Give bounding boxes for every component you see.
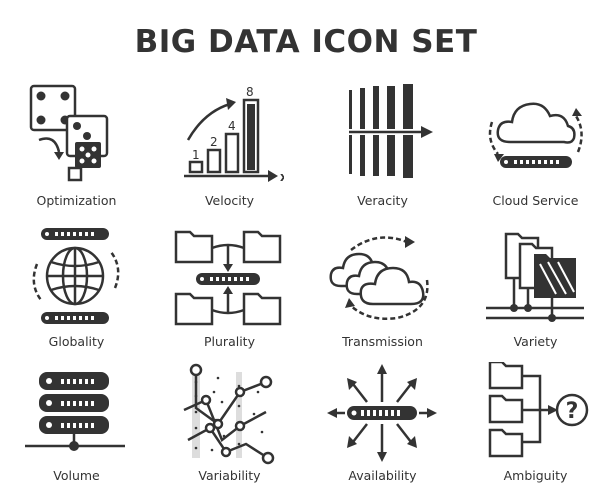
folders-server-icon (174, 230, 282, 326)
icon-label: Variety (513, 334, 558, 349)
icon-cell-transmission: Transmission (306, 220, 459, 355)
icon-cell-ambiguity: ? Ambiguity (459, 358, 612, 493)
icon-label: Veracity (357, 193, 408, 208)
dice-icon (29, 84, 109, 182)
folders-question-icon: ? (488, 362, 589, 458)
icon-cell-volume: Volume (0, 358, 153, 493)
lines-arrow-icon (349, 84, 433, 178)
axis-label: x (280, 170, 284, 184)
icon-label: Volume (53, 468, 100, 483)
server-stack-icon (25, 372, 125, 451)
icon-label: Availability (348, 468, 417, 483)
bar-number: 8 (246, 85, 254, 99)
icon-cell-variability: Variability (153, 358, 306, 493)
bar-number: 4 (228, 119, 236, 133)
growth-bars-icon: x 1 2 4 8 (184, 85, 284, 184)
cloud-server-icon (488, 102, 583, 168)
icon-label: Plurality (204, 334, 255, 349)
clouds-cycle-icon (329, 236, 429, 320)
icon-cell-cloud-service: Cloud Service (459, 78, 612, 213)
icon-label: Globality (48, 334, 105, 349)
bar-number: 1 (192, 148, 200, 162)
icon-cell-globality: Globality (0, 220, 153, 355)
server-network-icon (486, 232, 584, 322)
icon-label: Transmission (342, 334, 423, 349)
icon-cell-velocity: x 1 2 4 8 Velocity (153, 78, 306, 213)
random-graph-icon (183, 363, 275, 465)
icon-label: Optimization (36, 193, 117, 208)
icon-cell-optimization: Optimization (0, 78, 153, 213)
globe-server-icon (32, 228, 120, 324)
icon-label: Ambiguity (503, 468, 568, 483)
icon-cell-variety: Variety (459, 220, 612, 355)
icon-cell-availability: Availability (306, 358, 459, 493)
server-arrows-icon (327, 364, 437, 462)
icon-label: Cloud Service (492, 193, 579, 208)
icon-cell-veracity: Veracity (306, 78, 459, 213)
page-title: BIG DATA ICON SET (134, 24, 478, 60)
question-mark: ? (566, 399, 579, 424)
icon-label: Velocity (204, 193, 255, 208)
bar-number: 2 (210, 135, 218, 149)
icon-cell-plurality: Plurality (153, 220, 306, 355)
icon-label: Variability (198, 468, 261, 483)
